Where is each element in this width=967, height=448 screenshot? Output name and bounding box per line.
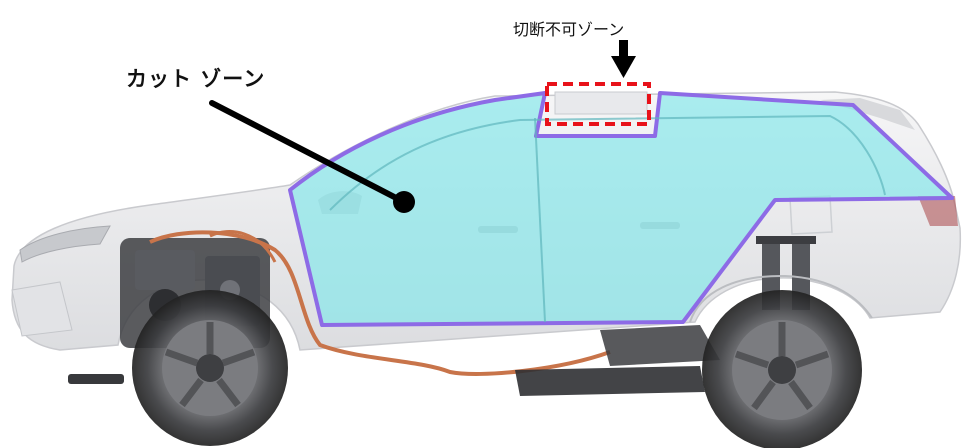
no-cut-zone-label: 切断不可ゾーン — [513, 20, 625, 39]
cut-zone-label: カット ゾーン — [126, 67, 266, 91]
b-pillar-line — [534, 117, 546, 323]
front-bumper — [11, 281, 73, 337]
front-wheel — [132, 290, 288, 446]
cut-zone-pointer-line — [209, 100, 407, 205]
underfloor-battery — [515, 325, 720, 396]
down-arrow-icon — [611, 40, 636, 78]
front-tow-bar — [68, 374, 124, 384]
no-cut-zone-box — [545, 82, 651, 126]
cut-zone-pointer-dot — [393, 191, 415, 213]
roof-rail — [554, 91, 648, 115]
window-frame — [329, 114, 886, 211]
headlight — [19, 225, 111, 263]
tail-light — [918, 196, 958, 226]
high-voltage-cable — [149, 230, 611, 376]
rear-wheel — [702, 290, 862, 448]
